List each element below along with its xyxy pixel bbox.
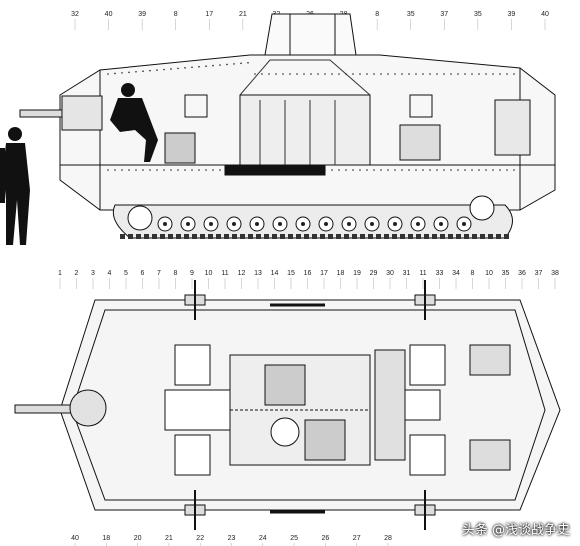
bottom-callout-number: 25 bbox=[290, 535, 298, 542]
bottom-callout-numbers: 40 18 20 21 22 23 24 25 26 27 28 bbox=[71, 535, 392, 546]
middle-callout-number: 18 bbox=[337, 270, 345, 277]
middle-callout-number: 5 bbox=[124, 270, 128, 277]
middle-callout-number: 11 bbox=[221, 270, 228, 277]
middle-callout-number: 36 bbox=[518, 270, 526, 277]
middle-callout-number: 4 bbox=[108, 270, 112, 277]
road-wheels bbox=[157, 216, 472, 232]
middle-callout-number: 19 bbox=[353, 270, 361, 277]
top-callout-number: 35 bbox=[407, 11, 415, 18]
soldier-figure bbox=[0, 127, 30, 245]
middle-callout-number: 1 bbox=[58, 270, 62, 277]
bottom-callout-number: 27 bbox=[353, 535, 361, 542]
middle-callout-number: 14 bbox=[271, 270, 279, 277]
middle-callout-number: 7 bbox=[157, 270, 161, 277]
gunner-figure bbox=[110, 83, 158, 162]
side-view bbox=[0, 13, 556, 245]
middle-callout-number: 16 bbox=[304, 270, 312, 277]
top-callout-number: 39 bbox=[138, 11, 146, 18]
middle-callout-number: 12 bbox=[238, 270, 246, 277]
middle-callout-number: 17 bbox=[320, 270, 328, 277]
middle-callout-number: 10 bbox=[205, 270, 213, 277]
top-callout-number: 35 bbox=[474, 11, 482, 18]
bottom-callout-number: 20 bbox=[134, 535, 142, 542]
bottom-callout-number: 21 bbox=[165, 535, 173, 542]
middle-callout-number: 3 bbox=[91, 270, 95, 277]
bottom-callout-number: 22 bbox=[196, 535, 204, 542]
middle-callout-number: 8 bbox=[174, 270, 178, 277]
middle-callout-number: 35 bbox=[502, 270, 510, 277]
middle-callout-number: 38 bbox=[551, 270, 559, 277]
middle-callout-number: 2 bbox=[75, 270, 79, 277]
track-links bbox=[120, 234, 509, 239]
middle-callout-number: 33 bbox=[436, 270, 444, 277]
middle-callout-number: 30 bbox=[386, 270, 394, 277]
machine-gun-mounts bbox=[184, 280, 436, 530]
top-callout-number: 32 bbox=[71, 11, 79, 18]
bottom-callout-number: 23 bbox=[228, 535, 236, 542]
middle-callout-number: 34 bbox=[452, 270, 460, 277]
bottom-callout-number: 28 bbox=[384, 535, 392, 542]
middle-callout-number: 37 bbox=[535, 270, 543, 277]
middle-callout-number: 13 bbox=[254, 270, 262, 277]
top-callout-number: 8 bbox=[375, 11, 379, 18]
top-callout-number: 37 bbox=[440, 11, 448, 18]
middle-callout-number: 15 bbox=[287, 270, 295, 277]
middle-callout-number: 9 bbox=[190, 270, 194, 277]
watermark: 头条 @浅谈战争史 bbox=[461, 523, 570, 538]
middle-callout-number: 6 bbox=[141, 270, 145, 277]
middle-callout-number: 8 bbox=[471, 270, 475, 277]
top-callout-number: 40 bbox=[105, 11, 113, 18]
bottom-callout-number: 18 bbox=[102, 535, 110, 542]
top-callout-number: 40 bbox=[541, 11, 549, 18]
top-view bbox=[14, 280, 561, 530]
top-callout-number: 21 bbox=[239, 11, 247, 18]
middle-callout-number: 10 bbox=[485, 270, 493, 277]
top-callout-number: 8 bbox=[174, 11, 178, 18]
middle-callout-number: 11 bbox=[419, 270, 426, 277]
top-callout-number: 17 bbox=[205, 11, 213, 18]
bottom-callout-number: 26 bbox=[322, 535, 330, 542]
top-callout-number: 39 bbox=[508, 11, 516, 18]
bottom-callout-number: 40 bbox=[71, 535, 79, 542]
middle-callout-number: 29 bbox=[370, 270, 378, 277]
middle-callout-number: 31 bbox=[403, 270, 411, 277]
bottom-callout-number: 24 bbox=[259, 535, 267, 542]
